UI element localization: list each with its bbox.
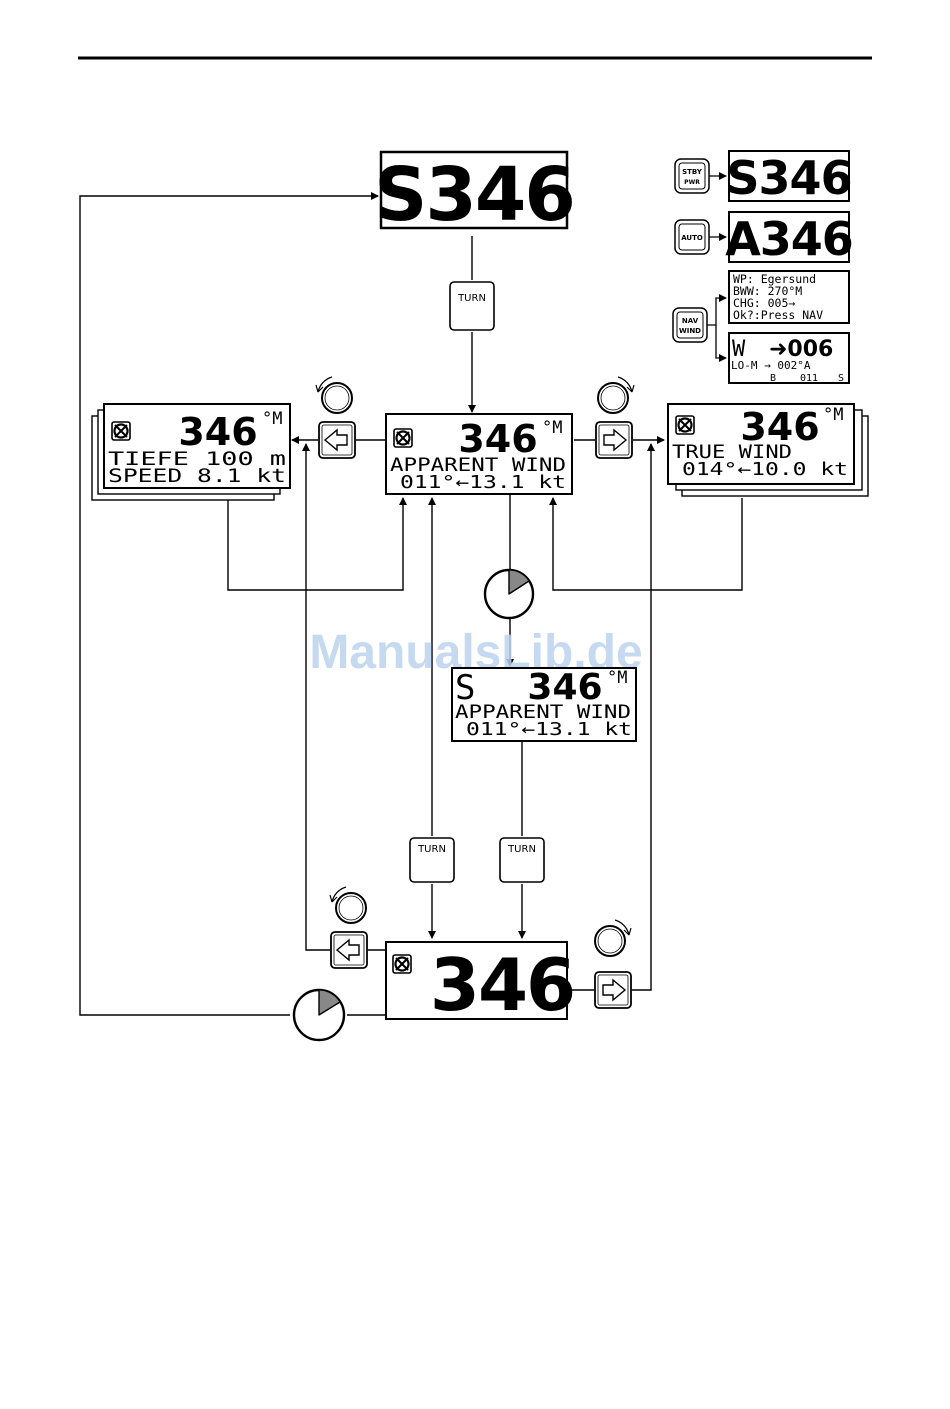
nav-ok-line: Ok?:Press NAV (733, 308, 823, 322)
stby-pwr-button[interactable]: STBY PWR (675, 159, 709, 193)
rotate-knob-ccw-bottom[interactable] (330, 887, 366, 923)
turn-button-right[interactable]: TURN (500, 838, 544, 882)
right-arrow-button-top[interactable] (596, 422, 632, 458)
auto-display-value: A346 (725, 212, 853, 266)
nav-label: NAV (682, 317, 699, 325)
turn-button-right-label: TURN (507, 844, 536, 855)
right-display-unit: °M (823, 405, 843, 425)
turn-button-top-label: TURN (457, 293, 486, 304)
center-display-wind: 011°←13.1 kt (400, 472, 566, 493)
nav-wind-button[interactable]: NAV WIND (673, 308, 707, 342)
top-display: S346 (374, 152, 574, 238)
turn-button-left[interactable]: TURN (410, 838, 454, 882)
left-arrow-button-top[interactable] (319, 422, 355, 458)
right-arrow-button-bottom[interactable] (595, 972, 631, 1008)
legend: STBY PWR S346 AUTO A346 NAV WIND (673, 151, 853, 384)
nav-display-waypoint: WP: Egersund BWW: 270°M CHG: 005→ Ok?:Pr… (729, 271, 849, 323)
flow-lines (80, 196, 742, 1015)
wind-lom-line: LO-M → 002°A (731, 359, 811, 372)
stby-label: STBY (682, 168, 703, 176)
turn-button-top[interactable]: TURN (450, 282, 494, 330)
center-display: 346 °M APPARENT WIND 011°←13.1 kt (386, 414, 572, 494)
stby-display: S346 (726, 151, 851, 205)
wind-b-label: B (770, 373, 776, 384)
center-display-unit: °M (542, 418, 562, 438)
pwr-label: PWR (684, 179, 700, 186)
middle-display: S 346 °M APPARENT WIND 011°←13.1 kt (452, 667, 636, 741)
rotate-knob-cw-top[interactable] (598, 377, 634, 413)
right-display-wind: 014°←10.0 kt (682, 459, 848, 480)
timer-icon-bottom (294, 990, 344, 1040)
nav-display-wind: W ➜006 LO-M → 002°A B 011 S (729, 333, 849, 384)
right-display-stack: 346 °M TRUE WIND 014°←10.0 kt (668, 404, 868, 496)
rotate-knob-cw-bottom[interactable] (595, 920, 631, 956)
auto-label: AUTO (681, 234, 703, 242)
wind-011-label: 011 (800, 373, 818, 384)
left-arrow-button-bottom[interactable] (331, 932, 367, 968)
timer-icon-middle (485, 570, 533, 618)
left-display-stack: 346 °M TIEFE 100 m SPEED 8.1 kt (92, 404, 290, 500)
middle-display-wind: 011°←13.1 kt (466, 719, 632, 740)
wind-label: WIND (679, 327, 701, 335)
top-display-value: S346 (374, 152, 574, 238)
wind-s-label: S (838, 373, 844, 384)
stby-display-value: S346 (726, 151, 851, 205)
left-display-unit: °M (262, 409, 282, 429)
middle-display-unit: °M (607, 668, 627, 688)
bottom-display-heading: 346 (430, 943, 574, 1027)
turn-button-left-label: TURN (417, 844, 446, 855)
auto-display: A346 (725, 212, 853, 266)
rotate-knob-ccw-top[interactable] (316, 377, 352, 413)
auto-button[interactable]: AUTO (675, 220, 709, 254)
bottom-display: 346 (386, 942, 574, 1027)
left-display-speed: SPEED 8.1 kt (108, 465, 286, 487)
